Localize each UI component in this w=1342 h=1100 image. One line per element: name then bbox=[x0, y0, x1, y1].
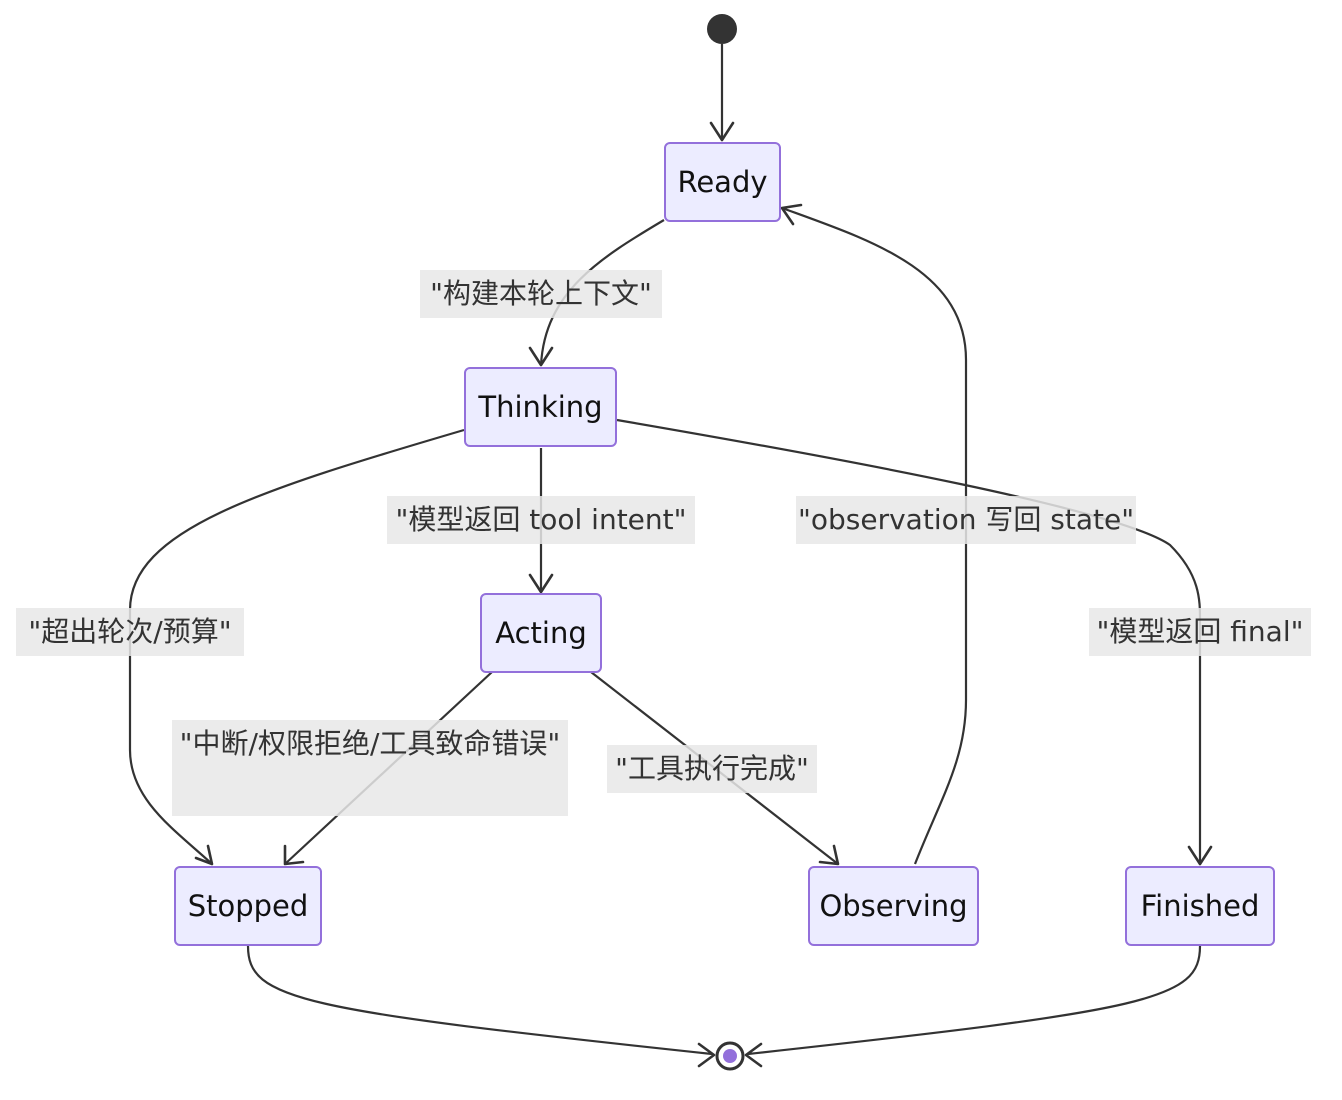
arrowhead-end-left bbox=[697, 1042, 716, 1068]
edge-stopped-to-end bbox=[246, 945, 713, 1056]
edge-label-acting-to-observing: "工具执行完成" bbox=[607, 745, 817, 793]
state-ready: Ready bbox=[664, 142, 781, 222]
arrowhead-finished-top bbox=[1187, 845, 1213, 866]
arrowhead-acting-top bbox=[528, 573, 554, 594]
arrowhead-thinking-top bbox=[528, 346, 554, 367]
state-thinking: Thinking bbox=[464, 367, 617, 447]
edge-label-thinking-to-finished: "模型返回 final" bbox=[1089, 608, 1311, 656]
edge-observing-to-ready bbox=[781, 206, 968, 865]
arrowhead-ready-top bbox=[709, 121, 735, 142]
edge-label-thinking-to-stopped: "超出轮次/预算" bbox=[16, 608, 244, 656]
edge-finished-to-end bbox=[747, 945, 1202, 1056]
arrowhead-stopped-left bbox=[194, 844, 214, 866]
arrowhead-observing-top bbox=[818, 844, 840, 866]
edge-label-ready-to-thinking: "构建本轮上下文" bbox=[420, 270, 662, 318]
state-observing: Observing bbox=[808, 866, 979, 946]
edge-label-acting-to-stopped: "中断/权限拒绝/工具致命错误" bbox=[172, 720, 568, 816]
edge-label-observing-to-ready: "observation 写回 state" bbox=[796, 496, 1136, 544]
edge-thinking-to-stopped bbox=[128, 428, 465, 865]
arrowhead-ready-right bbox=[780, 203, 803, 226]
state-stopped: Stopped bbox=[174, 866, 322, 946]
end-state-dot bbox=[723, 1049, 737, 1063]
start-state-dot bbox=[707, 14, 737, 44]
arrowhead-end-right bbox=[744, 1042, 763, 1068]
arrowhead-stopped-right bbox=[283, 844, 305, 866]
state-acting: Acting bbox=[480, 593, 602, 673]
edge-label-thinking-to-acting: "模型返回 tool intent" bbox=[387, 496, 695, 544]
state-finished: Finished bbox=[1125, 866, 1275, 946]
